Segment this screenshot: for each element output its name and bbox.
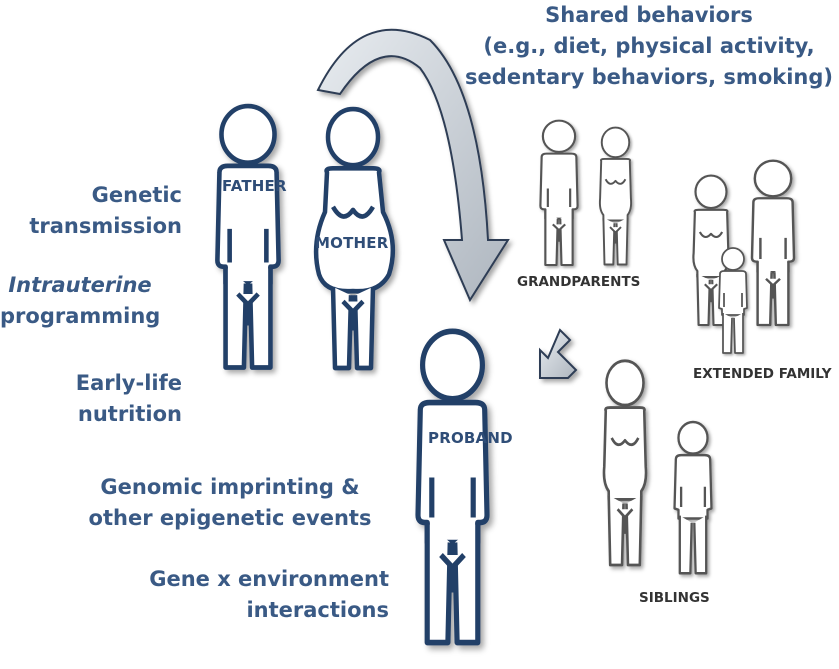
shared-behaviors-line-3: sedentary behaviors, smoking): [465, 65, 833, 89]
proband-label: PROBAND: [428, 429, 513, 447]
genetic-transmission-label: Genetic transmission: [29, 180, 182, 242]
father-label: FATHER: [222, 177, 287, 195]
genetic-line-2: transmission: [29, 214, 182, 238]
gxe-line-1: Gene x environment: [149, 567, 389, 591]
imprinting-line-1: Genomic imprinting &: [100, 475, 360, 499]
gene-environment-label: Gene x environment interactions: [149, 564, 389, 626]
shared-behaviors-line-2: (e.g., diet, physical activity,: [483, 34, 815, 58]
shared-behaviors-line-1: Shared behaviors: [545, 3, 753, 27]
father-figure: [217, 106, 278, 367]
mother-label: MOTHER: [315, 234, 389, 252]
intrauterine-line-2: programming: [0, 304, 161, 328]
grandfather-figure: [539, 119, 579, 267]
extended-family-label: EXTENDED FAMILY: [693, 366, 832, 382]
early-life-nutrition-label: Early-life nutrition: [76, 368, 182, 430]
extended-cousin-figure: [718, 247, 748, 354]
intrauterine-line-1: Intrauterine: [8, 273, 152, 297]
proband-figure: [418, 331, 487, 642]
grandparents-label: GRANDPARENTS: [517, 274, 641, 290]
shared-behaviors-arrow: [316, 28, 510, 303]
brother-figure: [673, 420, 713, 575]
shared-behaviors-label: Shared behaviors (e.g., diet, physical a…: [465, 0, 833, 93]
extended-uncle-figure: [750, 159, 796, 327]
sister-figure: [602, 359, 648, 567]
early-life-line-2: nutrition: [77, 402, 182, 426]
gxe-line-2: interactions: [246, 598, 389, 622]
intrauterine-programming-label: Intrauterine programming: [0, 270, 160, 332]
genomic-imprinting-label: Genomic imprinting & other epigenetic ev…: [80, 472, 380, 534]
siblings-label: SIBLINGS: [639, 590, 710, 606]
grandmother-figure: [598, 126, 633, 266]
genetic-line-1: Genetic: [91, 183, 182, 207]
imprinting-line-2: other epigenetic events: [88, 506, 372, 530]
small-arrow-to-proband: [539, 328, 578, 379]
early-life-line-1: Early-life: [75, 371, 182, 395]
